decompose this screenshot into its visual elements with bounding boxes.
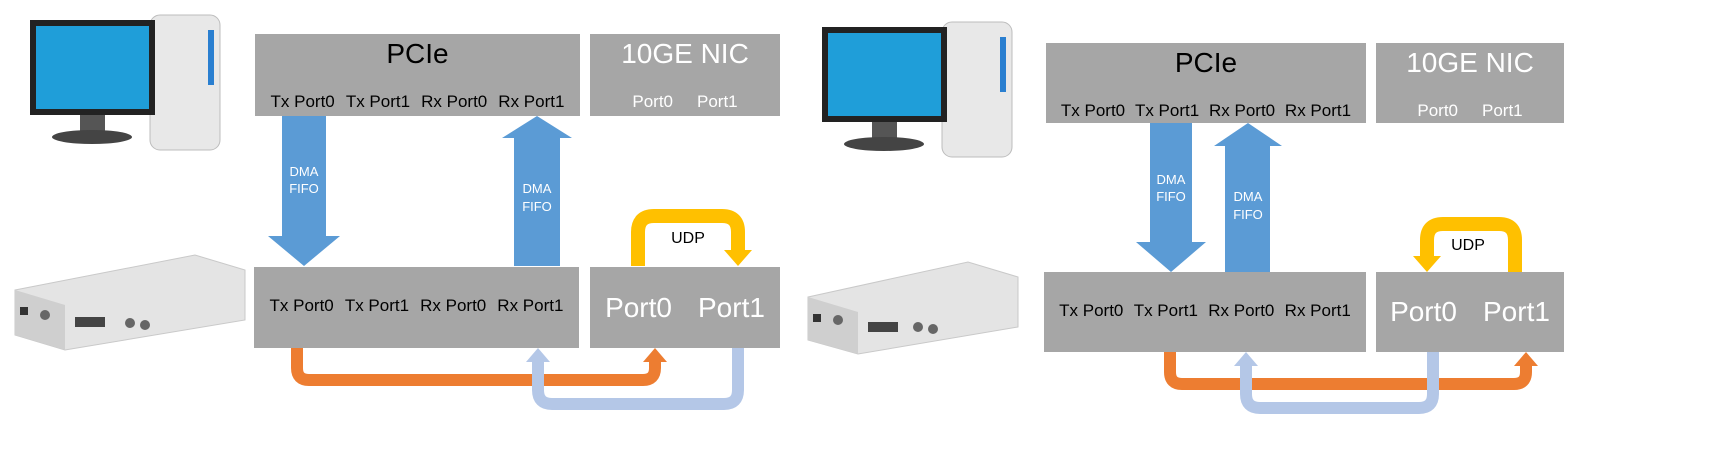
fpga-port: Tx Port0 bbox=[269, 296, 334, 315]
fpga-port: Rx Port1 bbox=[1284, 301, 1351, 320]
fpga-port: Rx Port0 bbox=[420, 296, 487, 315]
udp-label: UDP bbox=[671, 230, 705, 247]
fpga-port: Rx Port1 bbox=[497, 296, 564, 315]
dma-down-label-1: DMA bbox=[1157, 172, 1186, 187]
pcie-port: Tx Port0 bbox=[270, 92, 335, 111]
desktop-computer-icon bbox=[30, 14, 221, 151]
nic-box: 10GE NIC Port0 Port1 bbox=[1376, 43, 1564, 123]
pcie-title: PCIe bbox=[1174, 47, 1238, 78]
dma-up-label-1: DMA bbox=[1234, 189, 1263, 204]
nic-big-port: Port0 bbox=[1390, 296, 1457, 327]
dma-up-label-2: FIFO bbox=[1233, 207, 1263, 222]
nic-port: Port0 bbox=[632, 92, 673, 111]
nic-port: Port1 bbox=[1482, 101, 1523, 120]
nic-ports-box: Port0 Port1 bbox=[590, 267, 780, 348]
nic-title: 10GE NIC bbox=[621, 38, 749, 69]
orange-arrowhead bbox=[643, 348, 667, 362]
lightblue-path bbox=[532, 348, 744, 410]
pcie-port: Rx Port1 bbox=[1284, 101, 1352, 120]
desktop-computer-icon bbox=[822, 21, 1013, 158]
orange-arrowhead bbox=[1514, 352, 1538, 366]
left-arrows: DMA FIFO DMA FIFO UDP bbox=[268, 116, 752, 410]
dma-down-label-2: FIFO bbox=[1156, 189, 1186, 204]
nic-big-port: Port0 bbox=[605, 291, 672, 323]
fpga-port: Tx Port1 bbox=[1133, 301, 1198, 320]
dma-down-label-2: FIFO bbox=[289, 181, 319, 196]
nic-big-port: Port1 bbox=[1483, 296, 1550, 327]
right-arrows: DMA FIFO DMA FIFO UDP bbox=[1136, 123, 1538, 414]
dma-down-arrow bbox=[1136, 123, 1206, 272]
nic-title: 10GE NIC bbox=[1406, 47, 1534, 78]
dma-up-label-1: DMA bbox=[523, 181, 552, 196]
orange-path bbox=[1164, 352, 1532, 390]
hardware-device-icon bbox=[807, 261, 1019, 355]
nic-box: 10GE NIC Port0 Port1 bbox=[590, 34, 780, 116]
pcie-box: PCIe Tx Port0 Tx Port1 Rx Port0 Rx Port1 bbox=[1046, 43, 1366, 123]
nic-port: Port0 bbox=[1417, 101, 1458, 120]
pcie-port: Tx Port0 bbox=[1060, 101, 1126, 120]
pcie-port: Rx Port0 bbox=[421, 92, 488, 111]
udp-loop bbox=[1420, 217, 1522, 272]
dma-down-arrow bbox=[268, 116, 340, 266]
lightblue-path bbox=[1240, 352, 1439, 414]
udp-arrowhead bbox=[1413, 256, 1441, 272]
pcie-port: Rx Port1 bbox=[498, 92, 565, 111]
pcie-title: PCIe bbox=[386, 38, 449, 69]
fpga-box: Tx Port0 Tx Port1 Rx Port0 Rx Port1 bbox=[254, 267, 579, 348]
right-diagram: PCIe Tx Port0 Tx Port1 Rx Port0 Rx Port1… bbox=[807, 0, 1719, 460]
pcie-port: Tx Port1 bbox=[345, 92, 411, 111]
dma-up-arrow bbox=[1214, 123, 1282, 272]
udp-arrowhead bbox=[724, 250, 752, 266]
dma-up-arrow bbox=[502, 116, 572, 266]
fpga-box: Tx Port0 Tx Port1 Rx Port0 Rx Port1 bbox=[1044, 272, 1366, 352]
fpga-port: Tx Port0 bbox=[1059, 301, 1124, 320]
fpga-port: Rx Port0 bbox=[1208, 301, 1275, 320]
orange-path bbox=[291, 348, 661, 386]
pcie-port: Tx Port1 bbox=[1134, 101, 1200, 120]
nic-ports-box: Port0 Port1 bbox=[1376, 272, 1564, 352]
fpga-port: Tx Port1 bbox=[344, 296, 410, 315]
nic-big-port: Port1 bbox=[698, 291, 765, 323]
dma-down-label-1: DMA bbox=[290, 164, 319, 179]
lightblue-arrowhead bbox=[526, 348, 550, 362]
hardware-device-icon bbox=[14, 254, 246, 351]
dma-up-label-2: FIFO bbox=[522, 199, 552, 214]
lightblue-arrowhead bbox=[1234, 352, 1258, 366]
udp-loop bbox=[631, 209, 745, 266]
nic-port: Port1 bbox=[697, 92, 738, 111]
left-diagram: PCIe Tx Port0 Tx Port1 Rx Port0 Rx Port1… bbox=[14, 14, 780, 410]
pcie-box: PCIe Tx Port0 Tx Port1 Rx Port0 Rx Port1 bbox=[255, 34, 580, 116]
udp-label: UDP bbox=[1451, 237, 1485, 254]
pcie-port: Rx Port0 bbox=[1208, 101, 1276, 120]
